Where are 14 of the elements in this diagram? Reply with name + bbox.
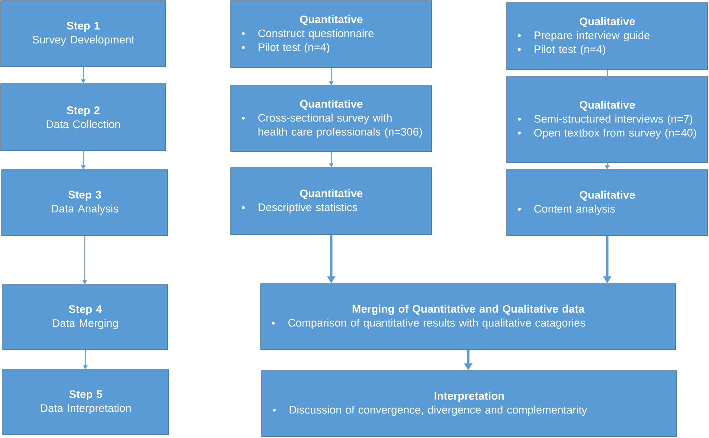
process-box: Step 5 Data Interpretation: [2, 370, 170, 436]
process-box: Step 4 Data Merging: [2, 284, 168, 350]
process-box: Qualitative Prepare interview guide Pilot test (n=4): [506, 2, 708, 70]
process-box: Quantitative Construct questionnaire Pilot test (n=4): [230, 0, 432, 68]
process-box: Interpretation Discussion of convergence, divergence and complementarity: [262, 370, 678, 438]
process-box: Step 1 Survey Development: [0, 0, 166, 68]
process-box: Step 3 Data Analysis: [2, 170, 168, 236]
process-box: Step 2 Data Collection: [0, 84, 166, 152]
process-box: Merging of Quantitative and Qualitative data Comparison of quantitative results with qualitative catagories: [260, 284, 676, 350]
process-box: Qualitative Content analysis: [506, 170, 708, 236]
process-box: Quantitative Cross-sectional survey with health care professionals (n=306): [230, 86, 432, 152]
connector-line: [607, 70, 608, 78]
process-box: Qualitative Semi-structured interviews (n=7) Open textbox from survey (n=40): [506, 76, 708, 164]
process-box: Quantitative Descriptive statistics: [230, 168, 432, 236]
